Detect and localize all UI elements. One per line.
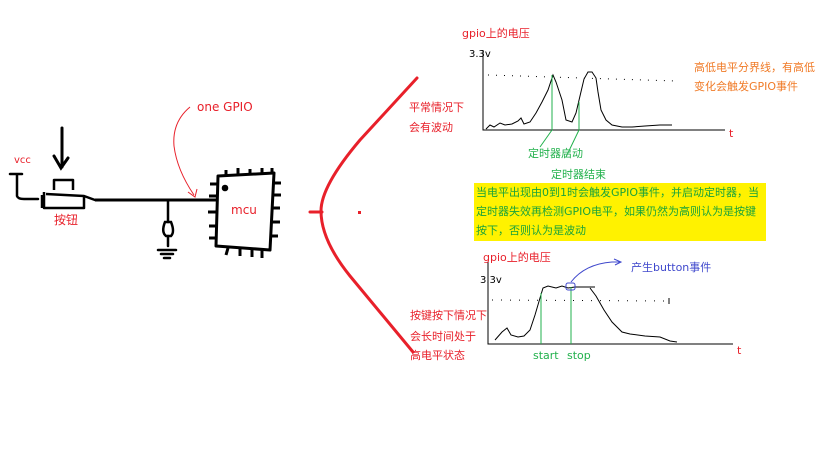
bottom-side-label-3: 高电平状态 bbox=[410, 349, 465, 362]
timer-end-label: 定时器结束 bbox=[551, 168, 606, 181]
button-event-arrow-icon bbox=[565, 258, 623, 291]
top-chart-title: gpio上的电压 bbox=[462, 27, 530, 40]
vcc-symbol bbox=[8, 172, 40, 201]
top-timer-markers bbox=[539, 75, 580, 158]
bottom-chart-y-tick: 3.3v bbox=[480, 275, 502, 286]
mcu-label: mcu bbox=[231, 203, 257, 217]
gpio-pointer-arrow-icon bbox=[173, 106, 198, 198]
mcu-chip bbox=[208, 168, 281, 258]
explanation-note: 当电平出现由0到1时会触发GPIO事件，并启动定时器，当定时器失效再检测GPIO… bbox=[474, 183, 766, 241]
bottom-start-stop-markers bbox=[540, 287, 572, 344]
pulldown-resistor-ground-icon bbox=[156, 198, 178, 260]
top-threshold-line bbox=[487, 74, 677, 82]
gpio-label: one GPIO bbox=[197, 100, 253, 114]
button-event-label: 产生button事件 bbox=[631, 261, 712, 274]
top-chart-y-tick: 3.3v bbox=[469, 49, 491, 60]
bottom-threshold-line bbox=[491, 299, 669, 302]
button-label: 按钮 bbox=[54, 213, 79, 227]
bottom-chart-title: gpio上的电压 bbox=[483, 251, 551, 264]
bottom-waveform bbox=[494, 285, 678, 343]
vcc-label: vcc bbox=[14, 155, 31, 166]
top-waveform bbox=[485, 71, 672, 130]
bottom-chart-x-label: t bbox=[737, 344, 742, 357]
start-label: start bbox=[533, 349, 559, 362]
top-chart-axes bbox=[482, 50, 725, 131]
threshold-note-1: 高低电平分界线，有高低 bbox=[694, 61, 815, 74]
threshold-note-2: 变化会触发GPIO事件 bbox=[694, 80, 799, 93]
bracket-curve bbox=[308, 76, 419, 354]
timer-start-label: 定时器启动 bbox=[528, 147, 583, 160]
top-chart-x-label: t bbox=[729, 127, 734, 140]
press-arrow-icon bbox=[52, 126, 70, 171]
bottom-side-label-2: 会长时间处于 bbox=[410, 330, 476, 343]
bottom-side-label-1: 按键按下情况下 bbox=[410, 309, 487, 322]
top-side-label-1: 平常情况下 bbox=[409, 101, 464, 114]
top-side-label-2: 会有波动 bbox=[409, 121, 453, 134]
stop-label: stop bbox=[567, 349, 591, 362]
bottom-chart-axes bbox=[487, 262, 733, 345]
